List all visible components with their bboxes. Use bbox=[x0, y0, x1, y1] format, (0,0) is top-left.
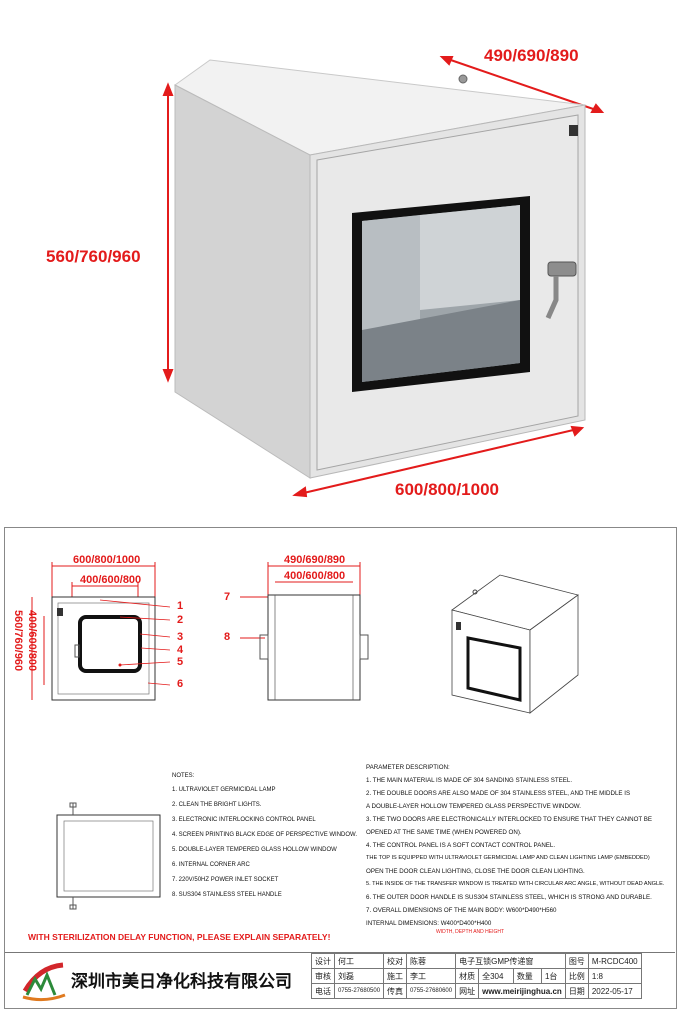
parameter-sub-note: WIDTH, DEPTH AND HEIGHT bbox=[436, 929, 505, 935]
depth-arrow bbox=[441, 56, 603, 113]
cabinet-left-side bbox=[174, 84, 311, 479]
callout-5: 5 bbox=[177, 656, 184, 668]
isometric-view bbox=[440, 570, 590, 720]
parameter-line: 6. THE OUTER DOOR HANDLE IS SUS304 STAIN… bbox=[366, 894, 652, 901]
parameter-line: 1. THE MAIN MATERIAL IS MADE OF 304 SAND… bbox=[366, 777, 573, 784]
table-cell: 陈蓉 bbox=[406, 953, 457, 969]
table-cell: 材质 bbox=[455, 968, 480, 984]
callout-4: 4 bbox=[177, 644, 184, 656]
parameter-line: 2. THE DOUBLE DOORS ARE ALSO MADE OF 304… bbox=[366, 790, 631, 797]
note-item: 4. SCREEN PRINTING BLACK EDGE OF PERSPEC… bbox=[172, 832, 358, 838]
table-cell: 0755-27680500 bbox=[333, 983, 385, 999]
side-outer-depth: 490/690/890 bbox=[284, 554, 346, 566]
table-cell: 0755-27680600 bbox=[406, 983, 457, 999]
table-cell: 全304 bbox=[478, 968, 514, 984]
company-logo bbox=[22, 962, 66, 1002]
plan-view bbox=[40, 795, 180, 915]
parameter-line: OPENED AT THE SAME TIME (WHEN POWERED ON… bbox=[366, 829, 522, 836]
parameter-line: 4. THE CONTROL PANEL IS A SOFT CONTACT C… bbox=[366, 842, 556, 849]
photo-width-label: 600/800/1000 bbox=[395, 480, 499, 499]
product-photo: 490/690/890 560/760/960 600/800/1000 bbox=[46, 46, 605, 499]
table-cell: 何工 bbox=[333, 953, 385, 969]
table-cell: 电话 bbox=[311, 983, 335, 999]
table-cell: 日期 bbox=[564, 983, 589, 999]
note-item: 1. ULTRAVIOLET GERMICIDAL LAMP bbox=[172, 787, 276, 793]
callout-6: 6 bbox=[177, 678, 184, 690]
table-cell: 施工 bbox=[383, 968, 408, 984]
note-item: 8. SUS304 STAINLESS STEEL HANDLE bbox=[172, 892, 282, 898]
side-view-drawing bbox=[240, 562, 369, 701]
note-item: 7. 220V/50HZ POWER INLET SOCKET bbox=[172, 877, 279, 883]
callout-7: 7 bbox=[224, 591, 231, 603]
callout-2: 2 bbox=[177, 614, 184, 626]
side-view: 490/690/890 400/600/800 7 8 bbox=[220, 540, 380, 710]
front-inner-height: 400/600/800 bbox=[26, 610, 38, 672]
parameter-line: A DOUBLE-LAYER HOLLOW TEMPERED GLASS PER… bbox=[366, 803, 582, 810]
pass-box-illustration bbox=[162, 56, 605, 498]
drawing-sheet bbox=[4, 527, 677, 1009]
front-inner-width: 400/600/800 bbox=[80, 574, 142, 586]
table-cell: M-RCDC400 bbox=[587, 953, 642, 969]
callout-1: 1 bbox=[177, 600, 184, 612]
table-cell: 2022-05-17 bbox=[587, 983, 642, 999]
front-view-drawing bbox=[31, 562, 171, 701]
table-cell: 传真 bbox=[383, 983, 408, 999]
company-name: 深圳市美日净化科技有限公司 bbox=[71, 972, 292, 992]
table-cell: 1台 bbox=[540, 968, 566, 984]
front-outer-height: 560/760/960 bbox=[12, 610, 24, 672]
notes-section: NOTES: 1. ULTRAVIOLET GERMICIDAL LAMP 2.… bbox=[172, 773, 362, 898]
note-item: 2. CLEAN THE BRIGHT LIGHTS. bbox=[172, 802, 262, 808]
note-item: 5. DOUBLE-LAYER TEMPERED GLASS HOLLOW WI… bbox=[172, 847, 337, 853]
title-block-table: 设计 何工 校对 陈蓉 电子互锁GMP传递窗 图号 M-RCDC400 审核 刘… bbox=[311, 953, 642, 999]
callout-3: 3 bbox=[177, 631, 184, 643]
front-outer-width: 600/800/1000 bbox=[73, 554, 141, 566]
title-block: 深圳市美日净化科技有限公司 设计 何工 校对 陈蓉 电子互锁GMP传递窗 图号 … bbox=[5, 952, 675, 1007]
front-view: 600/800/1000 400/600/800 560/760/960 400… bbox=[0, 540, 200, 710]
photo-depth-label: 490/690/890 bbox=[484, 46, 579, 65]
warning-text: WITH STERILIZATION DELAY FUNCTION, PLEAS… bbox=[28, 932, 331, 942]
website-cell: www.meirijinghua.cn bbox=[478, 983, 566, 999]
parameter-title: PARAMETER DESCRIPTION: bbox=[366, 764, 450, 771]
drawing-title: 电子互锁GMP传递窗 bbox=[455, 953, 566, 969]
photo-height-label: 560/760/960 bbox=[46, 247, 141, 266]
isometric-drawing bbox=[451, 574, 579, 714]
table-row: 审核 刘磊 施工 李工 材质 全304 数量 1台 比例 1:8 bbox=[311, 968, 642, 984]
note-item: 3. ELECTRONIC INTERLOCKING CONTROL PANEL bbox=[172, 817, 316, 823]
table-cell: 数量 bbox=[512, 968, 542, 984]
table-cell: 网址 bbox=[455, 983, 480, 999]
parameter-line: OPEN THE DOOR CLEAN LIGHTING, CLOSE THE … bbox=[366, 868, 585, 875]
table-cell: 审核 bbox=[311, 968, 335, 984]
table-cell: 比例 bbox=[564, 968, 589, 984]
table-cell: 1:8 bbox=[587, 968, 642, 984]
table-cell: 设计 bbox=[311, 953, 335, 969]
side-inner-depth: 400/600/800 bbox=[284, 570, 346, 582]
table-cell: 校对 bbox=[383, 953, 408, 969]
table-row: 电话 0755-27680500 传真 0755-27680600 网址 www… bbox=[311, 983, 642, 999]
parameter-section: PARAMETER DESCRIPTION: 1. THE MAIN MATER… bbox=[366, 764, 671, 935]
parameter-line: 7. OVERALL DIMENSIONS OF THE MAIN BODY: … bbox=[366, 907, 557, 914]
parameter-line: 3. THE TWO DOORS ARE ELECTRONICALLY INTE… bbox=[366, 816, 653, 823]
table-cell: 李工 bbox=[406, 968, 457, 984]
notes-title: NOTES: bbox=[172, 773, 195, 779]
parameter-line: THE TOP IS EQUIPPED WITH ULTRAVIOLET GER… bbox=[366, 855, 650, 861]
table-row: 设计 何工 校对 陈蓉 电子互锁GMP传递窗 图号 M-RCDC400 bbox=[311, 953, 642, 969]
plan-view-drawing bbox=[56, 802, 161, 910]
callout-8: 8 bbox=[224, 631, 231, 643]
table-cell: 刘磊 bbox=[333, 968, 385, 984]
note-item: 6. INTERNAL CORNER ARC bbox=[172, 862, 250, 868]
width-arrow bbox=[294, 427, 583, 496]
table-cell: 图号 bbox=[564, 953, 589, 969]
parameter-line: INTERNAL DIMENSIONS: W400*D400*H400 bbox=[366, 920, 492, 927]
parameter-line: 5. THE INSIDE OF THE TRANSFER WINDOW IS … bbox=[366, 881, 665, 887]
